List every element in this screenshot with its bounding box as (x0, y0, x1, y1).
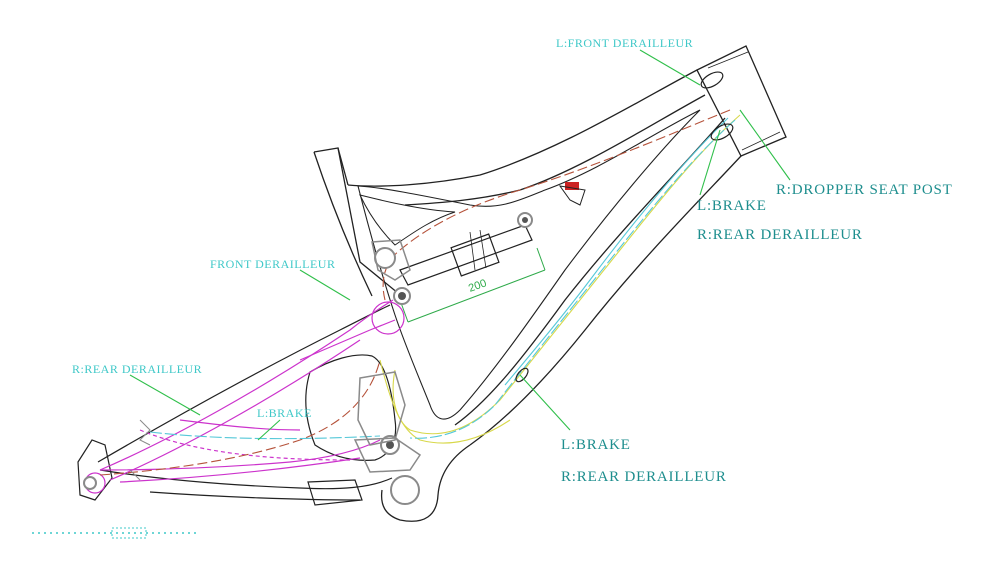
linkage-overlay (84, 299, 405, 494)
leader-lines (129, 49, 791, 441)
label-r-dropper-seat-post: R:DROPPER SEAT POST (776, 182, 953, 198)
label-front-derailleur: FRONT DERAILLEUR (210, 257, 336, 271)
rear-dropout (77, 439, 113, 501)
cable-cyan (409, 119, 736, 439)
label-r-rear-derailleur-top: R:REAR DERAILLEUR (697, 227, 863, 243)
leader-l-brake-stay (257, 419, 281, 441)
label-r-rear-derailleur-left: R:REAR DERAILLEUR (72, 362, 203, 376)
leader-dropper (739, 109, 791, 181)
leader-bottom (519, 374, 571, 431)
leader-front-derailleur (299, 269, 351, 301)
leader-l-front-derailleur (639, 49, 701, 86)
pivot-centers (386, 217, 528, 449)
top-tube (347, 69, 698, 187)
label-l-front-derailleur: L:FRONT DERAILLEUR (556, 36, 694, 50)
cable-guide-icon (515, 71, 734, 383)
baseline (32, 527, 198, 539)
chainstay-window (307, 479, 363, 506)
pivot-main (374, 247, 396, 269)
leader-l-brake-top (699, 129, 721, 196)
dropout-details (129, 419, 151, 481)
label-l-brake-top: L:BRAKE (697, 198, 767, 214)
seat-clamp (558, 182, 586, 206)
head-tube (696, 45, 787, 157)
seat-tube (313, 147, 405, 299)
rear-shock-icon (399, 224, 533, 286)
leader-r-rear-derailleur-left (129, 374, 201, 416)
bottom-bracket-shell (380, 444, 471, 522)
chain-stay (99, 469, 393, 490)
lower-link (353, 239, 422, 473)
pivot-dropout (83, 476, 97, 490)
label-l-brake-bottom: L:BRAKE (561, 437, 631, 453)
shock-length-value: 200 (467, 277, 488, 295)
down-tube (469, 155, 742, 446)
cable-brown (382, 109, 731, 301)
label-l-brake-stay: L:BRAKE (257, 406, 312, 420)
rear-triangle (77, 304, 397, 506)
cable-routing (99, 109, 741, 476)
cable-yellow (392, 114, 741, 435)
label-r-rear-derailleur-bottom: R:REAR DERAILLEUR (561, 469, 727, 485)
pivot-bb (390, 475, 420, 505)
